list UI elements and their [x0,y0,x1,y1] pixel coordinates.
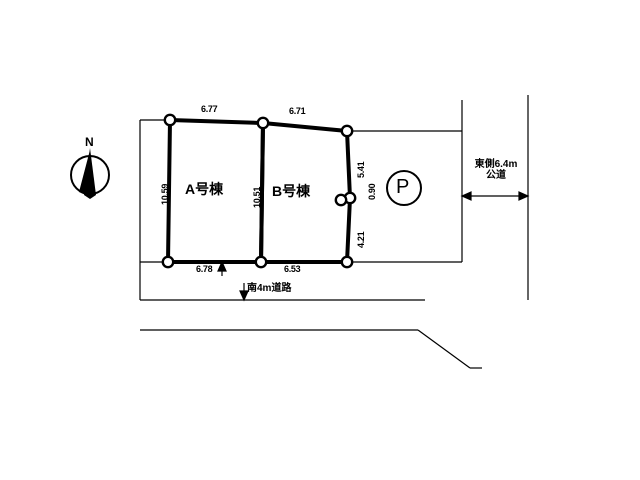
vertex-a-bottom-left [161,255,175,269]
east-road-label-group: 東側6.4m 公道 [466,159,526,181]
dim-bottom-left: 6.78 [196,264,213,274]
south-road-diagonal [417,329,471,369]
dim-top-left: 6.77 [201,104,218,114]
vertex-b-top-right [340,124,354,138]
dim-bottom-right: 6.53 [284,264,301,274]
building-a-label: A号棟 [185,181,224,197]
compass-north-label: N [85,135,94,149]
south-road-dimension-arrows [217,260,249,302]
vertex-b-right-mid-lower [334,193,348,207]
south-road-label: 南4m道路 [247,283,292,294]
east-road-dimension-arrows [460,191,530,201]
boundary-vertex-markers [161,113,357,269]
parking-circle [386,170,422,206]
lot-b-outline [258,120,353,264]
east-arrow-left-head [460,191,472,201]
dim-left-vertical: 10.59 [160,183,170,205]
dim-middle-vertical: 10.51 [252,186,262,208]
thin-boundary-lines [139,95,529,369]
south-arrow-head-up [217,260,227,272]
east-road-label-line1: 東側6.4m [474,159,518,170]
dim-top-right: 6.71 [289,106,306,116]
compass-needle-shade [79,150,90,197]
vertex-b-bottom-left [254,255,268,269]
building-b-label: B号棟 [272,183,311,199]
dim-right-upper: 5.41 [356,161,366,178]
south-arrow-head-down [239,290,249,302]
parking-symbol-group [386,170,422,206]
dim-right-middle: 0.90 [367,183,377,200]
dim-right-lower: 4.21 [356,231,366,248]
parking-letter: P [396,176,410,198]
vertex-a-top-left [163,113,177,127]
east-arrow-right-head [518,191,530,201]
vertex-a-top-right [256,116,270,130]
vertex-b-bottom-right [340,255,354,269]
compass-rose-graphic [70,148,110,199]
east-road-label-line2: 公道 [486,169,506,181]
